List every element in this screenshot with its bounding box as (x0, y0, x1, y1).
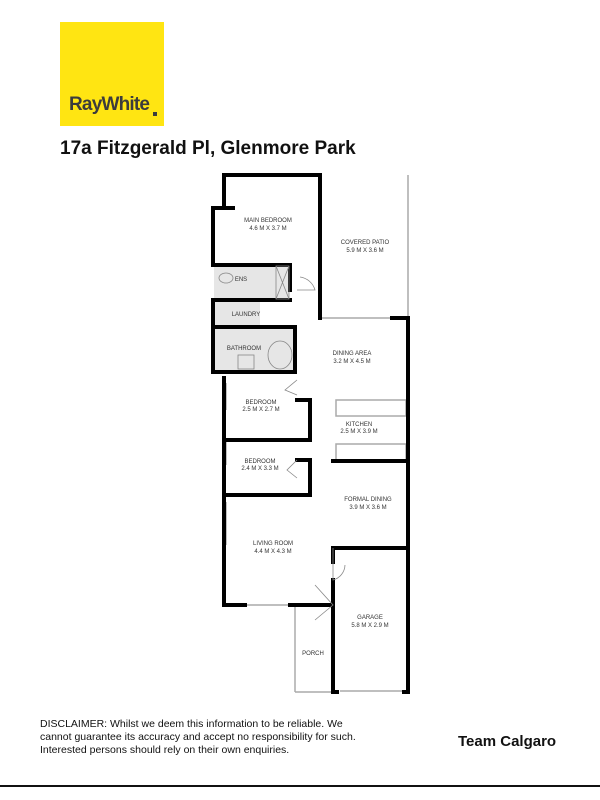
room-name: MAIN BEDROOM (244, 218, 292, 224)
room-name: FORMAL DINING (344, 497, 392, 503)
room-name: PORCH (302, 651, 324, 657)
room-size: 2.5 M X 3.9 M (340, 429, 377, 435)
property-address: 17a Fitzgerald Pl, Glenmore Park (60, 138, 356, 159)
room-name: BEDROOM (244, 459, 275, 465)
wet-areas (214, 266, 294, 372)
room-size: 2.4 M X 3.3 M (241, 466, 278, 472)
room-size: 5.9 M X 3.6 M (346, 248, 383, 254)
doors (218, 265, 346, 621)
room-name: BEDROOM (245, 400, 276, 406)
footer-divider (0, 785, 600, 787)
logo-text: RayWhite (69, 94, 150, 115)
disclaimer-text: DISCLAIMER: Whilst we deem this informat… (40, 718, 356, 756)
room-name: DINING AREA (333, 351, 372, 357)
walls (211, 173, 410, 694)
room-size: 2.5 M X 2.7 M (242, 407, 279, 413)
agent-team-name: Team Calgaro (458, 733, 557, 750)
room-size: 4.6 M X 3.7 M (249, 226, 286, 232)
room-name: BATHROOM (227, 346, 261, 352)
room-size: 3.9 M X 3.6 M (349, 505, 386, 511)
room-labels: MAIN BEDROOM 4.6 M X 3.7 M COVERED PATIO… (227, 218, 392, 657)
room-name: LIVING ROOM (253, 541, 293, 547)
room-name: ENS (235, 277, 247, 283)
room-name: LAUNDRY (232, 312, 261, 318)
room-size: 3.2 M X 4.5 M (333, 359, 370, 365)
raywhite-logo: RayWhite (60, 22, 164, 126)
room-name: KITCHEN (346, 422, 372, 428)
room-name: COVERED PATIO (341, 240, 390, 246)
room-name: GARAGE (357, 615, 383, 621)
logo-dot (153, 112, 157, 116)
room-size: 4.4 M X 4.3 M (254, 549, 291, 555)
room-size: 5.8 M X 2.9 M (351, 623, 388, 629)
